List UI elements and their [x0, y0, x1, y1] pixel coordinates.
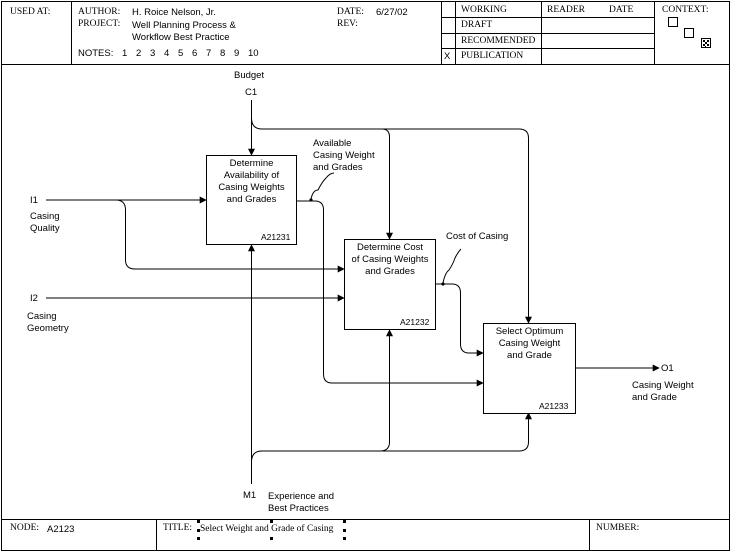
- date-value: 6/27/02: [376, 7, 408, 18]
- box-title-line: of Casing Weights: [351, 254, 429, 265]
- author-value: H. Roice Nelson, Jr.: [132, 7, 216, 18]
- project-value-line2: Workflow Best Practice: [132, 32, 230, 43]
- notes-number: 9: [234, 48, 240, 59]
- used-at-label: USED AT:: [10, 7, 51, 17]
- input-label-casing-quality: Quality: [30, 223, 60, 234]
- mechanism-arrow-m1-box2: [251, 329, 393, 463]
- control-label-budget: Budget: [234, 70, 265, 81]
- arrow-label-available: Casing Weight: [313, 150, 375, 161]
- box-node-code: A21232: [400, 317, 430, 327]
- project-value-line1: Well Planning Process &: [132, 20, 236, 31]
- box-title-line: and Grade: [507, 350, 552, 361]
- label-squiggle-cost: [442, 248, 462, 284]
- author-label: AUTHOR:: [78, 7, 121, 17]
- notes-number: 5: [178, 48, 184, 59]
- notes-number: 2: [136, 48, 142, 59]
- box-title-line: Availability of: [223, 170, 280, 181]
- box-title-line: Casing Weights: [218, 182, 285, 193]
- box-title-line: Determine Cost: [357, 242, 423, 253]
- status-publication: PUBLICATION: [461, 51, 524, 61]
- notes-number: 3: [150, 48, 156, 59]
- box-title-line: and Grades: [365, 266, 415, 277]
- box-title-line: Determine: [229, 158, 274, 169]
- input-arrow-i1-box2: [115, 199, 345, 273]
- title-label: TITLE:: [163, 523, 193, 533]
- control-arrow-c1-box3: [382, 128, 532, 324]
- diagram-title[interactable]: Select Weight and Grade of Casing: [200, 524, 334, 534]
- status-working: WORKING: [461, 5, 507, 15]
- control-id-c1: C1: [245, 87, 258, 98]
- notes-number: 1: [122, 48, 128, 59]
- mechanism-id-m1: M1: [243, 490, 257, 501]
- box-title-line: Casing Weight: [498, 338, 561, 349]
- node-value: A2123: [47, 524, 75, 535]
- input-label-casing-geometry: Casing: [27, 311, 57, 322]
- input-id-i2: I2: [30, 293, 38, 304]
- box-node-code: A21233: [539, 401, 569, 411]
- node-label: NODE:: [10, 523, 40, 533]
- mechanism-arrow-m1-box3: [380, 412, 532, 452]
- status-recommended: RECOMMENDED: [461, 36, 536, 46]
- notes-number: 8: [220, 48, 226, 59]
- input-label-casing-quality: Casing: [30, 211, 60, 222]
- activity-box-a21232: Determine Cost of Casing Weights and Gra…: [344, 239, 436, 330]
- reader-date-label: DATE: [609, 5, 634, 15]
- mechanism-label: Experience and: [268, 491, 335, 502]
- project-label: PROJECT:: [78, 19, 121, 29]
- notes-number: 6: [192, 48, 198, 59]
- mechanism-label: Best Practices: [268, 503, 329, 514]
- arrow-label-available: Available: [313, 138, 352, 149]
- number-label: NUMBER:: [596, 523, 640, 533]
- output-arrow-box1-box3: [296, 200, 484, 387]
- status-checkmark: X: [444, 51, 451, 62]
- activity-box-a21231: Determine Availability of Casing Weights…: [206, 155, 297, 245]
- reader-label: READER: [547, 5, 585, 15]
- box-title-line: and Grades: [226, 194, 277, 205]
- input-id-i1: I1: [30, 195, 38, 206]
- notes-label: NOTES:: [78, 48, 114, 59]
- box-title-line: Select Optimum: [495, 326, 564, 337]
- box-node-code: A21231: [261, 232, 291, 242]
- arrow-label-cost-of-casing: Cost of Casing: [446, 231, 509, 242]
- notes-number: 10: [248, 48, 259, 59]
- date-label: DATE:: [337, 7, 364, 17]
- notes-number: 4: [164, 48, 170, 59]
- rev-label: REV:: [337, 19, 358, 29]
- output-arrow-box2-box3: [435, 283, 484, 357]
- input-label-casing-geometry: Geometry: [27, 323, 69, 334]
- output-label-casing-weight: Casing Weight: [632, 380, 694, 391]
- status-draft: DRAFT: [461, 20, 493, 30]
- context-label: CONTEXT:: [662, 5, 709, 15]
- output-label-casing-weight: and Grade: [632, 392, 677, 403]
- activity-box-a21233: Select Optimum Casing Weight and Grade A…: [483, 323, 576, 414]
- label-squiggle-available: [310, 172, 335, 200]
- output-id-o1: O1: [661, 363, 674, 374]
- arrow-label-available: and Grades: [313, 162, 363, 173]
- notes-number: 7: [206, 48, 212, 59]
